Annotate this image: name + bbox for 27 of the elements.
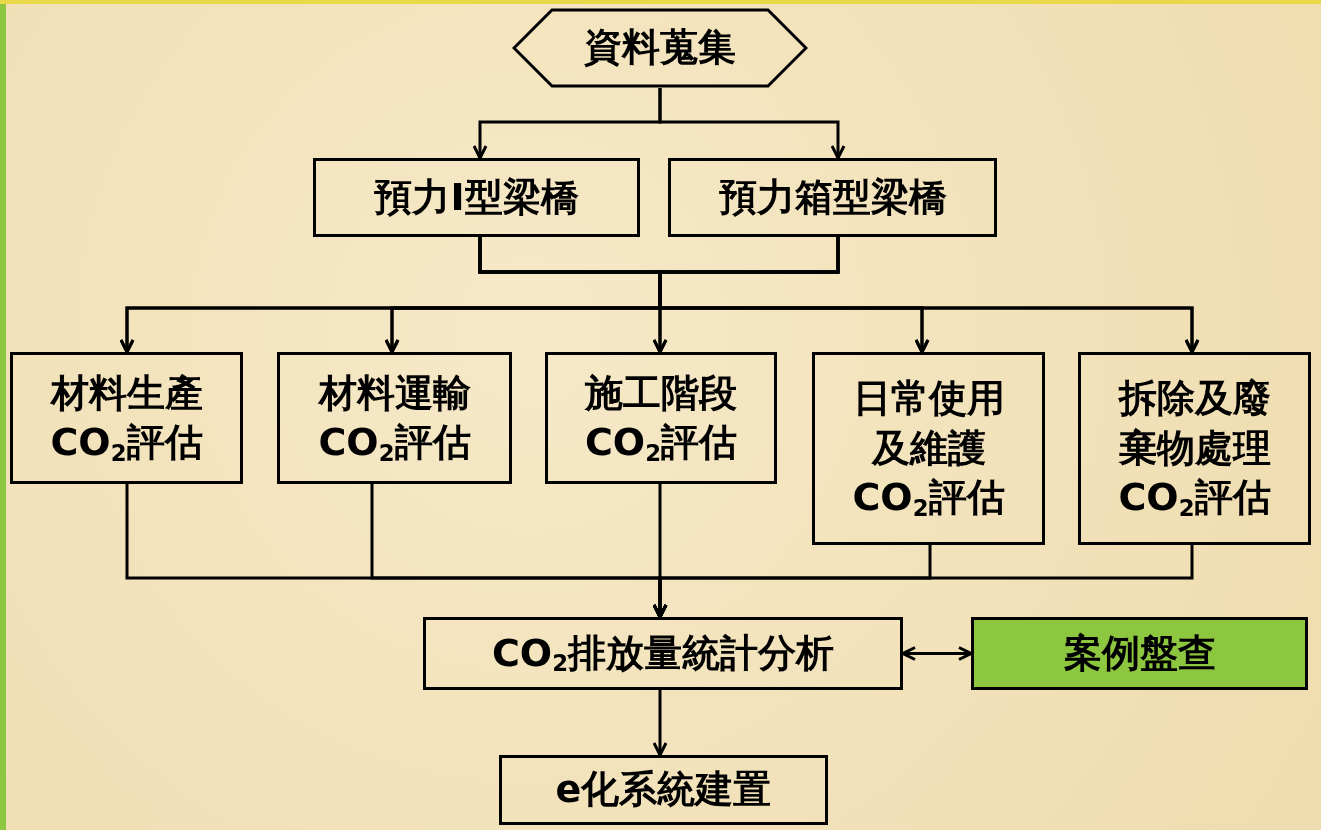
arrow [658, 237, 1200, 354]
box-label: e化系統建置 [555, 766, 772, 814]
box-label: CO$_{2}$排放量統計分析 [491, 629, 835, 679]
arrow [658, 88, 846, 160]
start-hexagon [512, 8, 808, 88]
box-label: 預力箱型梁橋 [718, 173, 947, 221]
process-box [1078, 352, 1311, 545]
arrow [901, 646, 973, 661]
arrow [652, 545, 1194, 619]
box-label: 日常使用及維護CO$_{2}$評估 [851, 375, 1006, 523]
process-box [812, 352, 1045, 545]
box-label: 材料生產CO$_{2}$評估 [49, 369, 204, 468]
box-label: 資料蒐集 [584, 24, 736, 72]
process-box [277, 352, 512, 484]
process-box [313, 158, 640, 237]
box-label: 案例盤查 [1063, 629, 1216, 677]
process-box [499, 755, 828, 825]
box-label: 預力I型梁橋 [374, 173, 579, 221]
arrow [652, 690, 668, 757]
process-box [668, 158, 997, 237]
box-label: 材料運輸CO$_{2}$評估 [317, 369, 472, 468]
process-box [10, 352, 243, 484]
box-label: 拆除及廢棄物處理CO$_{2}$評估 [1117, 375, 1272, 523]
box-label: 施工階段CO$_{2}$評估 [583, 369, 739, 468]
process-box [971, 617, 1308, 690]
process-box [545, 352, 777, 484]
process-box [423, 617, 903, 690]
